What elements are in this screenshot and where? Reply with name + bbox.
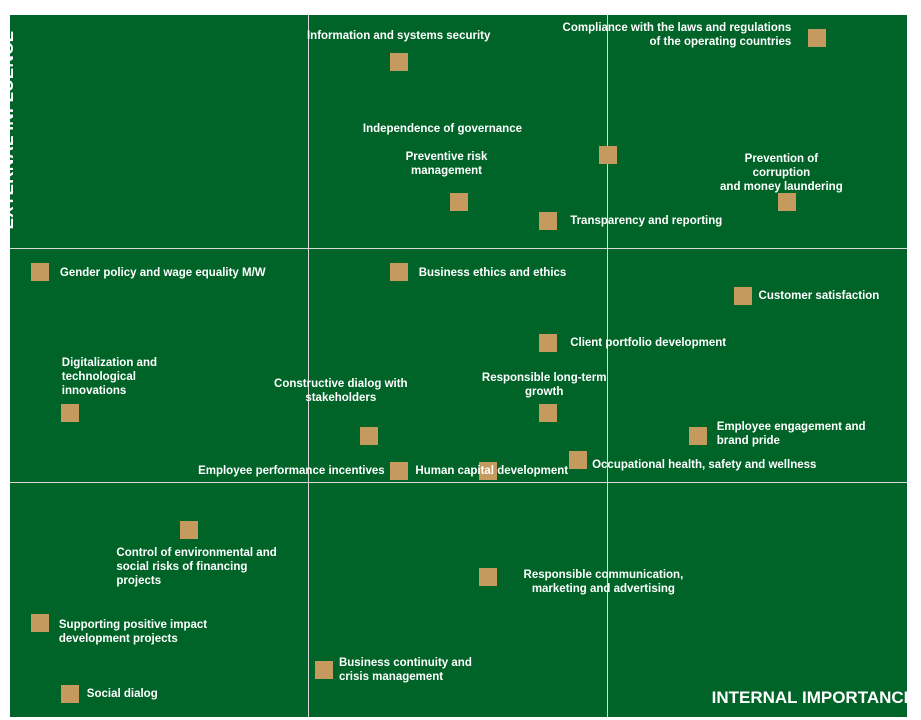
data-point-marker [479,462,498,481]
vertical-gridline-1 [308,15,309,717]
data-point-label: Customer satisfaction [758,289,880,302]
data-point-label: Employee engagement and brand pride [716,421,866,448]
data-point-marker [30,263,49,282]
data-point-label: Information and systems security [306,29,491,42]
data-point-label: Transparency and reporting [570,214,723,227]
data-point-marker [808,29,827,48]
data-point-marker [60,684,79,703]
data-point-marker [389,263,408,282]
data-point-label: Prevention of corruption and money laund… [720,153,843,194]
data-point-label: Business continuity and crisis managemen… [338,657,472,684]
data-point-label: Gender policy and wage equality M/W [59,267,266,280]
data-point-marker [60,403,79,422]
data-point-label: Responsible communication, marketing and… [523,568,684,595]
horizontal-gridline-1 [10,248,907,249]
data-point-label: Compliance with the laws and regulations… [562,22,792,49]
data-point-label: Human capital development [415,465,569,478]
data-point-label: Supporting positive impact development p… [58,619,208,646]
data-point-marker [30,614,49,633]
vertical-gridline-2 [607,15,608,717]
x-axis-title: INTERNAL IMPORTANCE [711,688,915,707]
data-point-marker [778,193,797,212]
data-point-label: Responsible long-term growth [481,371,607,398]
data-point-marker [479,567,498,586]
data-point-marker [539,211,558,230]
data-point-marker [180,520,199,539]
data-point-label: Social dialog [86,687,158,700]
data-point-label: Control of environmental and social risk… [116,546,277,587]
data-point-label: Client portfolio development [570,336,727,349]
horizontal-gridline-2 [10,482,907,483]
data-point-label: Constructive dialog with stakeholders [274,378,408,405]
data-point-marker [389,52,408,71]
data-point-marker [314,661,333,680]
data-point-marker [449,193,468,212]
data-point-marker [599,146,617,165]
data-point-marker [539,403,558,422]
data-point-label: Digitalization and technological innovat… [61,356,157,397]
data-point-marker [569,450,588,469]
data-point-marker [539,333,558,352]
y-axis-title-text: EXTERNAL INFLUENCE [0,30,17,230]
data-point-marker [359,427,378,446]
materiality-matrix: Information and systems security Complian… [10,15,907,717]
data-point-label: Occupational health, safety and wellness [592,458,817,471]
data-point-marker [733,286,752,305]
data-point-label: Preventive risk management [405,151,488,178]
data-point-label: Business ethics and ethics [418,267,567,280]
data-point-marker [389,462,408,481]
data-point-marker [688,427,707,446]
data-point-label: Employee performance incentives [198,465,385,478]
data-point-label: Independence of governance [362,123,522,136]
